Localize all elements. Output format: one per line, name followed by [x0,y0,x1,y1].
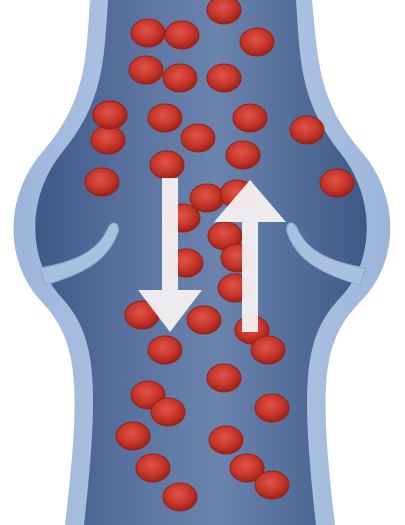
red-blood-cell [233,104,267,132]
red-blood-cell [163,483,197,511]
red-blood-cell [226,141,260,169]
red-blood-cell [240,28,274,56]
red-blood-cell [207,0,241,24]
red-blood-cell [148,104,182,132]
red-blood-cell [85,168,119,196]
red-blood-cell [207,364,241,392]
red-blood-cell [163,64,197,92]
red-blood-cell [181,124,215,152]
red-blood-cell [116,422,150,450]
red-blood-cell [320,169,354,197]
red-blood-cell [91,126,125,154]
red-blood-cell [209,426,243,454]
red-blood-cell [251,336,285,364]
red-blood-cell [148,336,182,364]
red-blood-cell [255,394,289,422]
red-blood-cell [165,21,199,49]
red-blood-cell [150,151,184,179]
red-blood-cell [151,398,185,426]
red-blood-cell [131,19,165,47]
red-blood-cell [207,64,241,92]
red-blood-cell [187,306,221,334]
red-blood-cell [290,116,324,144]
red-blood-cell [255,471,289,499]
red-blood-cell [93,101,127,129]
red-blood-cell [136,454,170,482]
red-blood-cell [129,56,163,84]
